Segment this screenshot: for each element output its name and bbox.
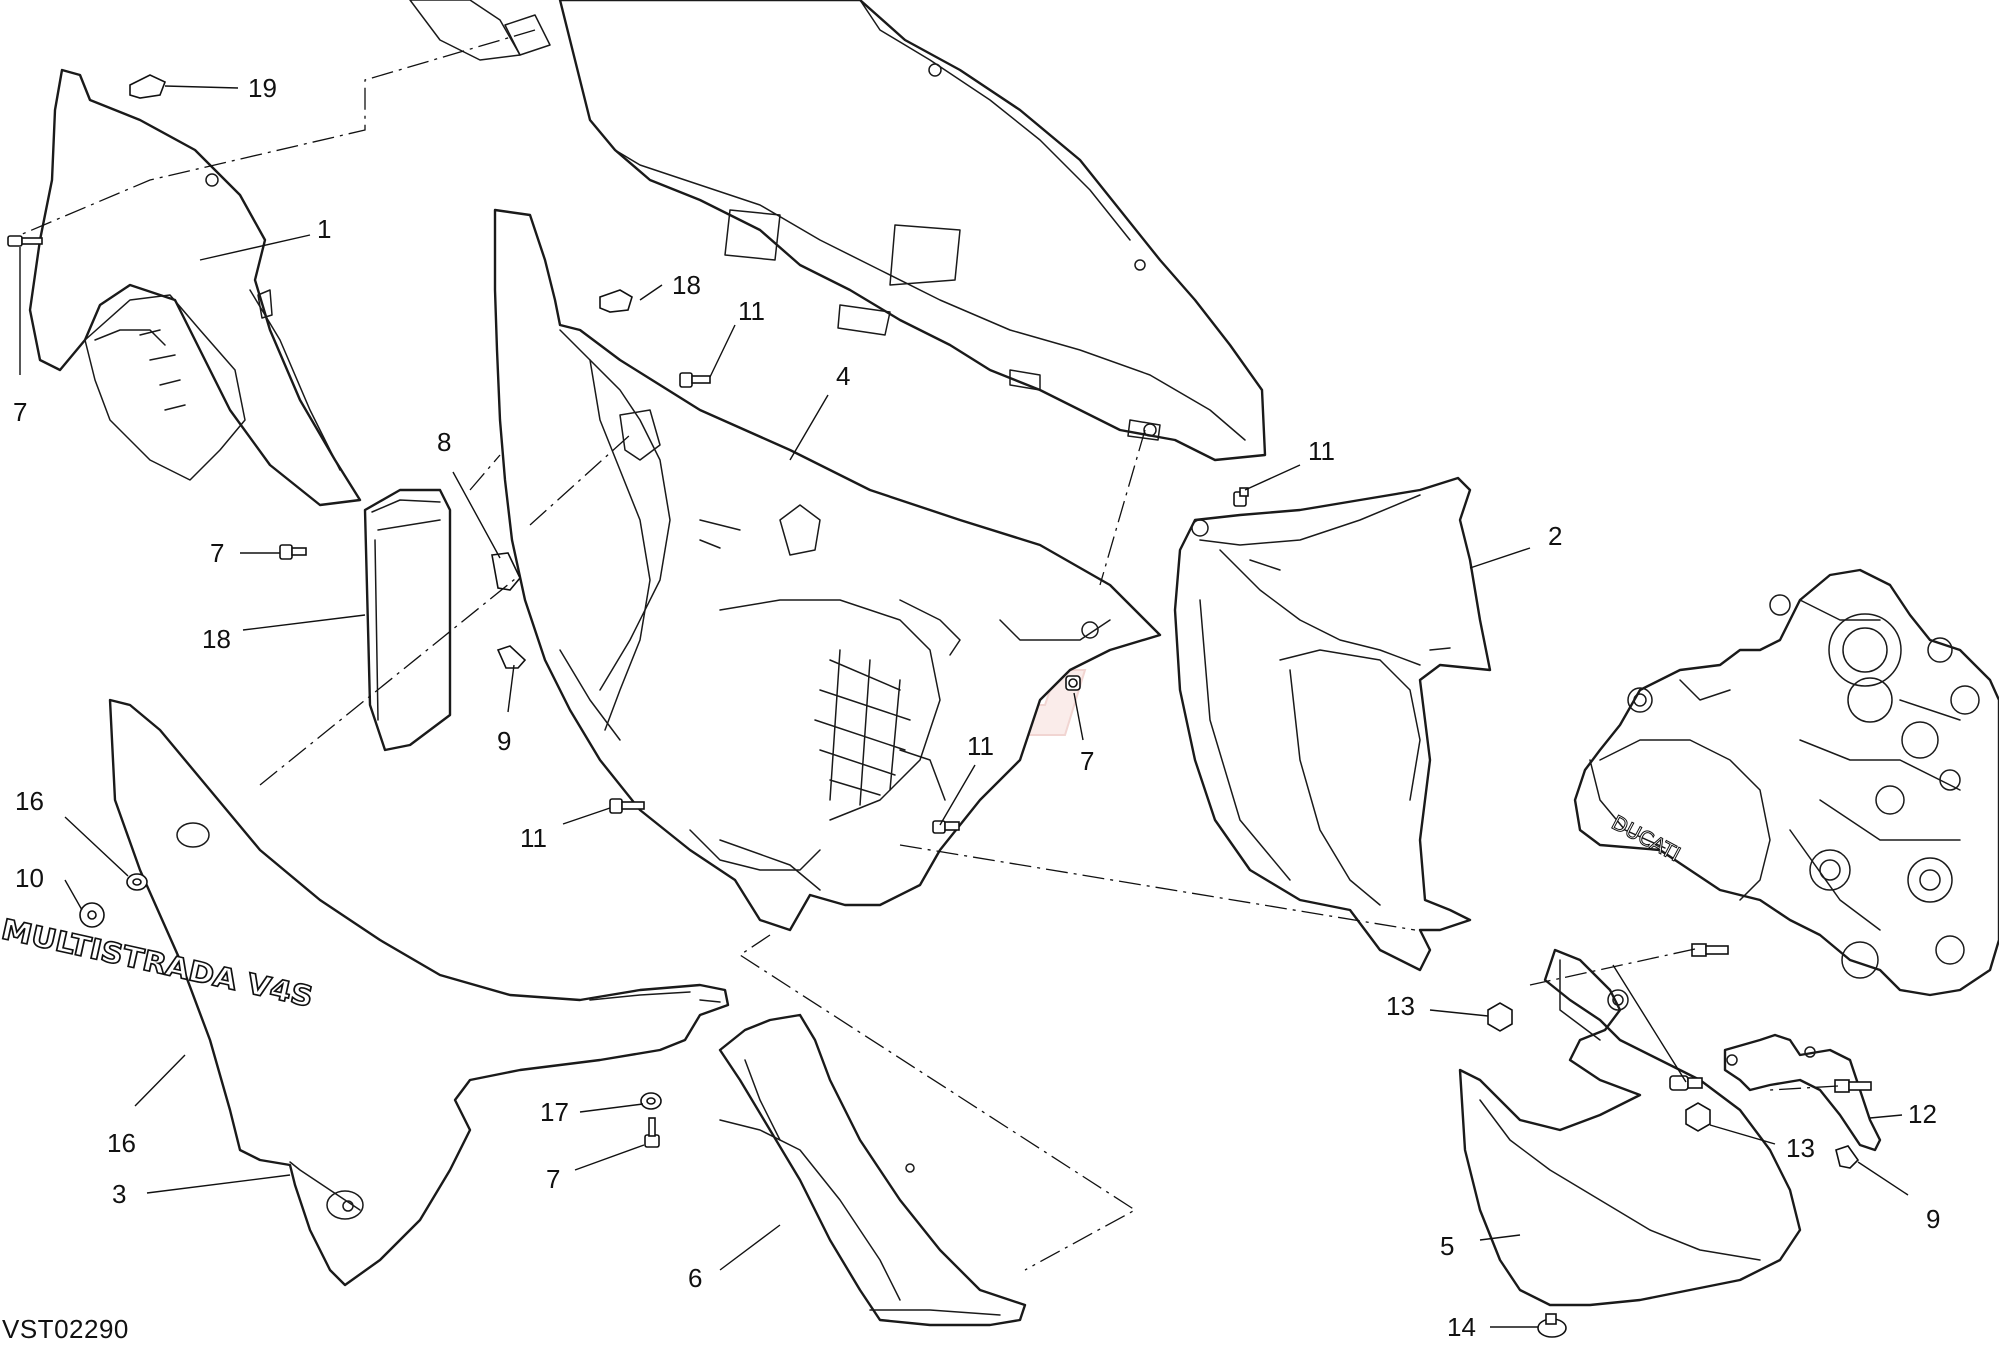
callout-9-left: 9 [497, 726, 511, 756]
screw-14-icon [1537, 1313, 1567, 1338]
callout-11-lower-left: 11 [520, 823, 547, 853]
bolt-engine-upper-icon [1691, 943, 1729, 957]
plug-18-top-icon [129, 74, 167, 99]
screw-7-left-lower-icon [279, 544, 307, 560]
nut-13-upper-icon [1487, 1002, 1513, 1032]
callout-9-right: 9 [1926, 1204, 1940, 1234]
callout-11-right: 11 [1308, 436, 1335, 466]
screw-7-bottom-center-icon [644, 1117, 660, 1148]
callout-11-lower-mid: 11 [967, 731, 994, 761]
bolt-engine-lower-icon [1834, 1079, 1872, 1093]
washer-16-center-icon [640, 1092, 662, 1110]
engine-clutch-cover [1573, 568, 1999, 997]
callout-7-upper-left: 7 [13, 397, 27, 427]
callout-14: 14 [1447, 1312, 1476, 1342]
callout-7-left-lower: 7 [210, 538, 224, 568]
drawing-code: VST02290 [2, 1314, 129, 1344]
part-6-lower-spoiler [718, 1013, 1027, 1327]
callout-8: 8 [437, 427, 451, 457]
screw-11-right-icon [1233, 487, 1249, 507]
part-2-right-inner-panel [1173, 476, 1492, 972]
clip-9-right-icon [1835, 1145, 1860, 1169]
callout-numbers: 19 1 7 18 11 4 11 2 8 7 18 9 7 11 11 16 … [13, 73, 1940, 1342]
callout-16-left: 16 [15, 786, 44, 816]
fasteners [7, 74, 1872, 1338]
callout-7-bottom-center: 7 [546, 1164, 560, 1194]
screw-7-upper-left-icon [7, 235, 43, 247]
callout-13-lower: 13 [1786, 1133, 1815, 1163]
callout-1: 1 [317, 214, 331, 244]
part-1-left-inner-panel [28, 68, 362, 507]
callout-10: 10 [15, 863, 44, 893]
screw-7-center-icon [1065, 675, 1081, 691]
callout-17: 18 [202, 624, 231, 654]
assembly-lines [19, 29, 1839, 1271]
callout-6: 6 [688, 1263, 702, 1293]
clip-9-left-icon [496, 645, 527, 669]
callout-3: 3 [112, 1179, 126, 1209]
callout-7-center: 7 [1080, 746, 1094, 776]
callout-12: 12 [1908, 1099, 1937, 1129]
screw-11-top-icon [679, 372, 711, 388]
callout-4: 4 [836, 361, 850, 391]
part-5-lower-belly-pan [1458, 948, 1802, 1307]
callout-13-upper: 13 [1386, 991, 1415, 1021]
part-4-main-inner-fairing [493, 208, 1162, 932]
screw-11-lower-left-icon [609, 798, 645, 814]
screw-11-lower-mid-icon [932, 820, 960, 834]
callout-2: 2 [1548, 521, 1562, 551]
upper-fairing-panel [409, 0, 1267, 462]
callout-5: 5 [1440, 1231, 1454, 1261]
callout-18-middle: 18 [672, 270, 701, 300]
callout-15: 16 [107, 1128, 136, 1158]
leader-lines [19, 85, 1909, 1328]
part-17-side-insert [363, 488, 452, 752]
part-12-bracket [1723, 1033, 1882, 1152]
plug-18-middle-icon [599, 289, 633, 313]
callout-18-top: 19 [248, 73, 277, 103]
washer-16-left-icon [126, 873, 148, 891]
callout-16-center: 17 [540, 1097, 569, 1127]
nut-13-lower-icon [1685, 1102, 1711, 1132]
part-3-lower-side-fairing: MULTISTRADA V4S [0, 698, 730, 1287]
screw-10-left-icon [79, 902, 105, 928]
screw-19-upper-icon [1669, 1075, 1703, 1091]
callout-11-top: 11 [738, 296, 765, 326]
